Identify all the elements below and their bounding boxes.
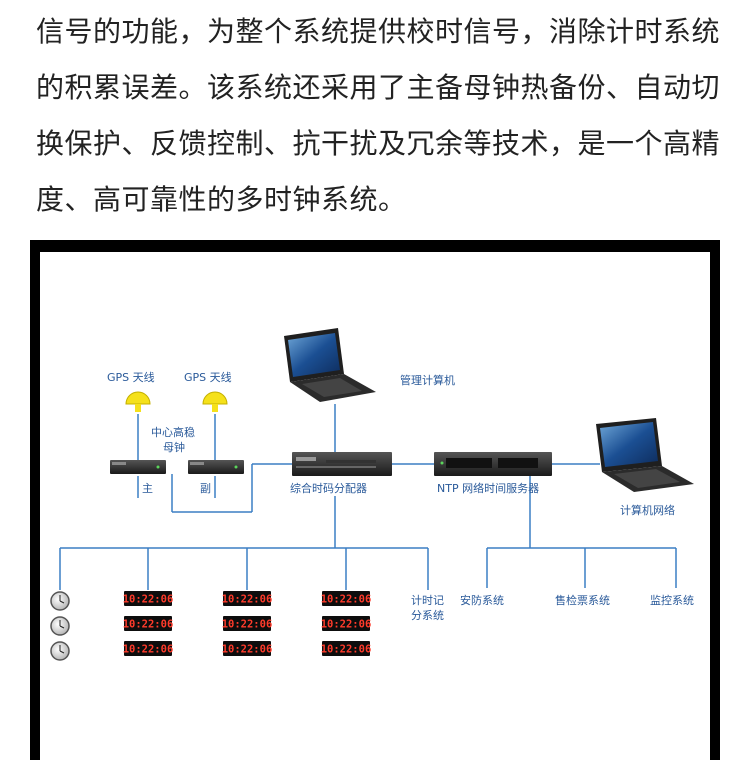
- svg-text:10:22:06: 10:22:06: [123, 644, 174, 656]
- digital-clock: 10:22:06: [321, 591, 372, 606]
- svg-text:10:22:06: 10:22:06: [321, 594, 372, 606]
- ticketing-system-label: 售检票系统: [555, 593, 610, 607]
- backup-master-clock: [188, 460, 244, 474]
- digital-clock: 10:22:06: [222, 591, 273, 606]
- gps-antenna-2-label: GPS 天线: [184, 370, 232, 384]
- system-diagram: GPS 天线 GPS 天线 中心高稳 母钟 主 副: [50, 328, 694, 661]
- gps-antenna-1-label: GPS 天线: [107, 370, 155, 384]
- digital-clock: 10:22:06: [321, 616, 372, 631]
- network-computer-laptop: [596, 418, 694, 492]
- master-clock-label-line2: 母钟: [163, 440, 185, 454]
- management-computer-laptop: [284, 328, 376, 402]
- diagram-frame: GPS 天线 GPS 天线 中心高稳 母钟 主 副: [30, 240, 720, 772]
- digital-clock: 10:22:06: [123, 591, 174, 606]
- gps-antenna-1: [125, 391, 151, 412]
- svg-text:10:22:06: 10:22:06: [321, 619, 372, 631]
- digital-clock: 10:22:06: [321, 641, 372, 656]
- digital-clock: 10:22:06: [222, 616, 273, 631]
- article-paragraph: 信号的功能，为整个系统提供校时信号，消除计时系统的积累误差。该系统还采用了主备母…: [36, 15, 721, 216]
- svg-text:10:22:06: 10:22:06: [123, 619, 174, 631]
- timing-subsystem-label-line1: 计时记: [411, 594, 444, 607]
- connection-lines: [59, 404, 677, 590]
- primary-label: 主: [142, 482, 153, 495]
- time-code-distributor: [292, 452, 392, 476]
- digital-clock: 10:22:06: [123, 641, 174, 656]
- security-system-label: 安防系统: [460, 593, 504, 607]
- diagram-canvas: GPS 天线 GPS 天线 中心高稳 母钟 主 副: [40, 252, 710, 772]
- computer-network-label: 计算机网络: [620, 503, 675, 517]
- svg-text:10:22:06: 10:22:06: [321, 644, 372, 656]
- primary-master-clock: [110, 460, 166, 474]
- master-clock-label-line1: 中心高稳: [151, 425, 195, 439]
- ntp-server: [434, 452, 552, 476]
- timing-subsystem-label-line2: 分系统: [411, 609, 444, 622]
- ntp-server-label: NTP 网络时间服务器: [437, 481, 539, 495]
- analog-clock-2: [50, 616, 70, 636]
- monitoring-system-label: 监控系统: [650, 593, 694, 607]
- distributor-label: 综合时码分配器: [290, 481, 367, 495]
- gps-antenna-2: [202, 391, 228, 412]
- digital-clock: 10:22:06: [123, 616, 174, 631]
- analog-clock-1: [50, 591, 70, 611]
- digital-clock: 10:22:06: [222, 641, 273, 656]
- svg-text:10:22:06: 10:22:06: [222, 594, 273, 606]
- svg-text:10:22:06: 10:22:06: [123, 594, 174, 606]
- backup-label: 副: [200, 482, 211, 495]
- analog-clock-3: [50, 641, 70, 661]
- svg-text:10:22:06: 10:22:06: [222, 644, 273, 656]
- management-computer-label: 管理计算机: [400, 373, 455, 387]
- svg-text:10:22:06: 10:22:06: [222, 619, 273, 631]
